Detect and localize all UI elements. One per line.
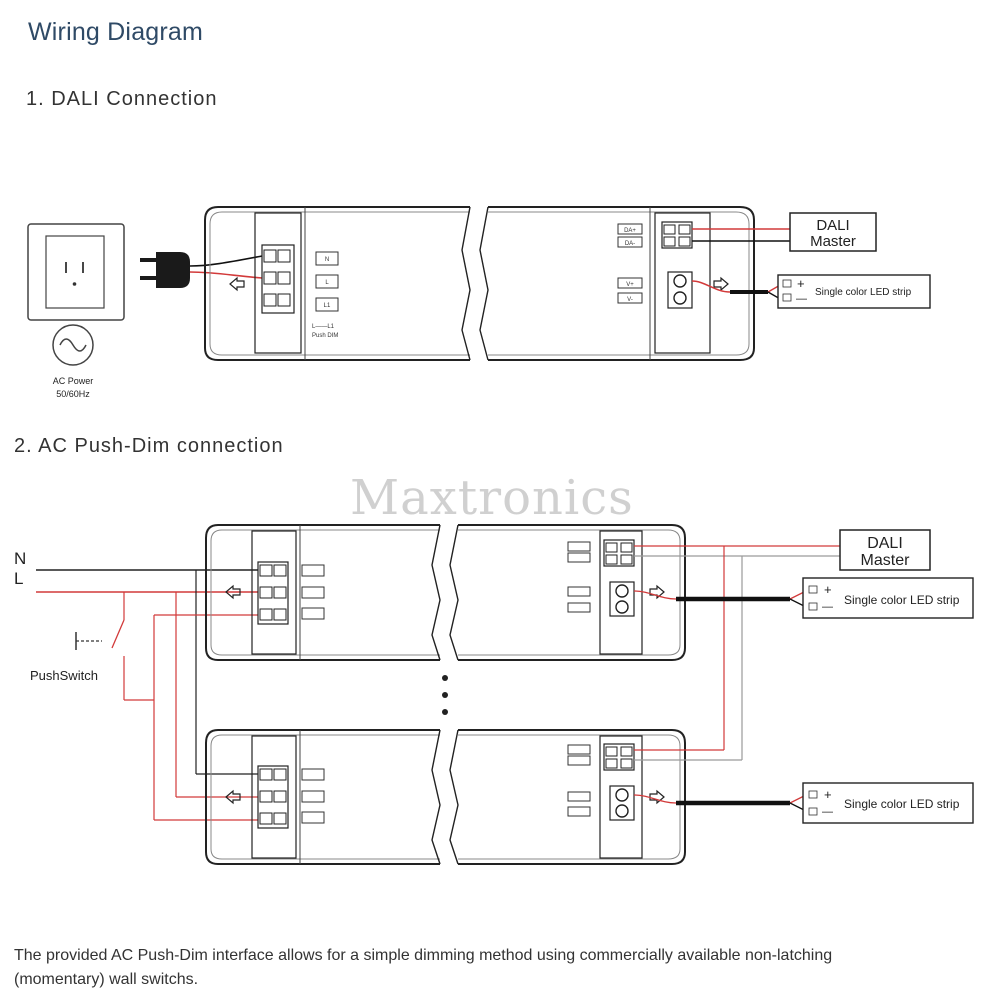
dali-master2-line2: Master xyxy=(861,552,911,569)
terminal-l-label: L xyxy=(325,280,329,286)
da-plus-label: DA+ xyxy=(624,228,636,234)
wall-outlet-icon xyxy=(27,223,125,321)
n-line-label: N xyxy=(14,549,26,568)
dali-master-box-2 xyxy=(839,529,931,571)
push-dim-driver-2 xyxy=(205,729,686,865)
plug-icon xyxy=(140,252,190,288)
page-title: Wiring Diagram xyxy=(28,18,204,46)
dali-connection-diagram: AC Power 50/60Hz xyxy=(27,206,931,399)
ac-power-label: AC Power xyxy=(53,376,94,386)
push-dim-connection-diagram: N L PushSwitch xyxy=(14,524,974,865)
push-note-line2: Push DIM xyxy=(312,333,338,339)
led-plus-label: + xyxy=(797,276,805,291)
ac-source-icon xyxy=(52,324,94,366)
led1-minus: — xyxy=(822,601,833,613)
section-heading-push-dim: 2. AC Push-Dim connection xyxy=(14,435,284,457)
footnote-text: The provided AC Push-Dim interface allow… xyxy=(14,947,833,988)
v-minus-label: V- xyxy=(627,297,633,303)
led2-plus: + xyxy=(824,787,832,802)
push-note-line1: L——L1 xyxy=(312,324,335,330)
led-strip-box-2 xyxy=(802,782,974,824)
led-strip-label-1: Single color LED strip xyxy=(844,593,960,607)
led-minus-label: — xyxy=(796,293,807,305)
dali-master-box xyxy=(789,212,877,252)
terminal-n-label: N xyxy=(325,257,329,263)
l-line-label: L xyxy=(14,569,23,588)
led-strip-label-2: Single color LED strip xyxy=(844,797,960,811)
led2-minus: — xyxy=(822,806,833,818)
push-dim-driver-1 xyxy=(205,524,686,661)
led-strip-box xyxy=(777,274,931,309)
terminal-l1-label: L1 xyxy=(324,303,331,309)
led-strip-label: Single color LED strip xyxy=(815,287,912,298)
dali-master-line2: Master xyxy=(810,233,856,250)
da-minus-label: DA- xyxy=(625,241,635,247)
watermark: Maxtronics xyxy=(350,470,634,526)
led1-plus: + xyxy=(824,582,832,597)
dali-driver xyxy=(204,206,755,361)
v-plus-label: V+ xyxy=(626,282,634,288)
section-heading-dali: 1. DALI Connection xyxy=(26,88,218,110)
ac-frequency-label: 50/60Hz xyxy=(56,389,90,399)
push-switch-label: PushSwitch xyxy=(30,668,98,683)
dali-master2-line1: DALI xyxy=(867,535,903,552)
dali-master-line1: DALI xyxy=(816,217,849,234)
led-strip-box-1 xyxy=(802,577,974,619)
